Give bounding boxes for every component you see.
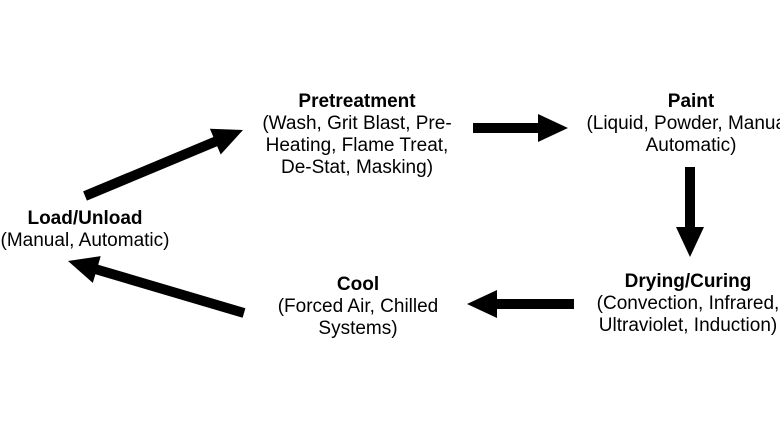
- node-pretreatment-detail: Heating, Flame Treat,: [265, 135, 449, 156]
- node-cool-title: Cool: [336, 274, 380, 295]
- node-cool-detail: Systems): [318, 318, 398, 339]
- arrow-pretreatment-to-paint: [473, 114, 568, 142]
- arrow-paint-to-drying: [676, 167, 704, 257]
- node-load-unload: Load/Unload (Manual, Automatic): [0, 208, 173, 252]
- node-cool: Cool (Forced Air, Chilled Systems): [258, 274, 458, 340]
- arrow-load-to-pretreatment: [83, 128, 243, 201]
- node-paint-title: Paint: [667, 91, 715, 112]
- arrow-cool-to-load: [68, 256, 246, 318]
- node-pretreatment-detail: De-Stat, Masking): [280, 157, 434, 178]
- node-paint: Paint (Liquid, Powder, Manual, Automatic…: [571, 91, 780, 157]
- arrow-drying-to-cool: [467, 290, 574, 318]
- node-pretreatment-title: Pretreatment: [298, 91, 416, 112]
- node-pretreatment: Pretreatment (Wash, Grit Blast, Pre- Hea…: [245, 91, 469, 179]
- node-drying-curing: Drying/Curing (Convection, Infrared, Ult…: [574, 271, 780, 337]
- node-drying-curing-title: Drying/Curing: [624, 271, 752, 292]
- node-paint-detail: (Liquid, Powder, Manual,: [586, 113, 780, 134]
- node-pretreatment-detail: (Wash, Grit Blast, Pre-: [262, 113, 452, 134]
- node-load-unload-title: Load/Unload: [27, 208, 143, 229]
- node-load-unload-detail: (Manual, Automatic): [0, 230, 170, 251]
- node-drying-curing-detail: Ultraviolet, Induction): [598, 315, 778, 336]
- node-drying-curing-detail: (Convection, Infrared,: [596, 293, 780, 314]
- node-cool-detail: (Forced Air, Chilled: [277, 296, 439, 317]
- node-paint-detail: Automatic): [645, 135, 737, 156]
